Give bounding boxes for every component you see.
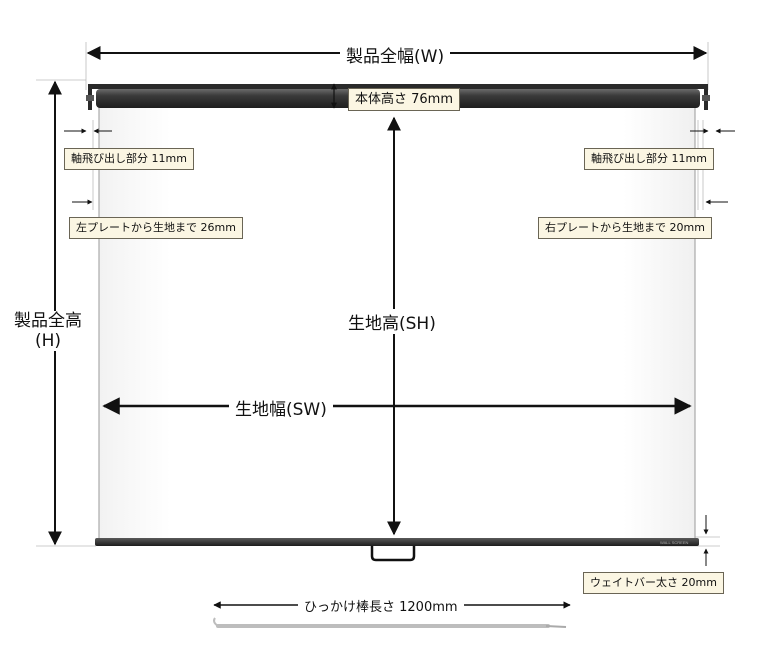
- weight-bar: [95, 538, 699, 546]
- body-height-tag: 本体高さ 76mm: [348, 88, 461, 111]
- total-width-label: 製品全幅(W): [340, 42, 451, 67]
- shaft-right-tag: 軸飛び出し部分 11mm: [584, 148, 714, 170]
- weight-bar-tag: ウェイトバー太さ 20mm: [583, 572, 724, 594]
- top-bracket: [88, 84, 708, 89]
- total-height-line2: (H): [34, 331, 62, 351]
- svg-text:WALL SCREEN: WALL SCREEN: [660, 540, 688, 545]
- total-height-label: 製品全高 (H): [14, 311, 82, 351]
- hook-rod-label: ひっかけ棒長さ 1200mm: [298, 596, 464, 615]
- shaft-left-tag: 軸飛び出し部分 11mm: [64, 148, 194, 170]
- right-plate-tag: 右プレートから生地まで 20mm: [538, 217, 712, 239]
- left-plate-tag: 左プレートから生地まで 26mm: [69, 217, 243, 239]
- fabric-width-label: 生地幅(SW): [229, 395, 333, 420]
- fabric-height-label: 生地高(SH): [342, 309, 442, 334]
- pull-handle: [370, 546, 416, 562]
- hook-rod: [213, 617, 567, 628]
- total-height-line1: 製品全高: [14, 311, 82, 331]
